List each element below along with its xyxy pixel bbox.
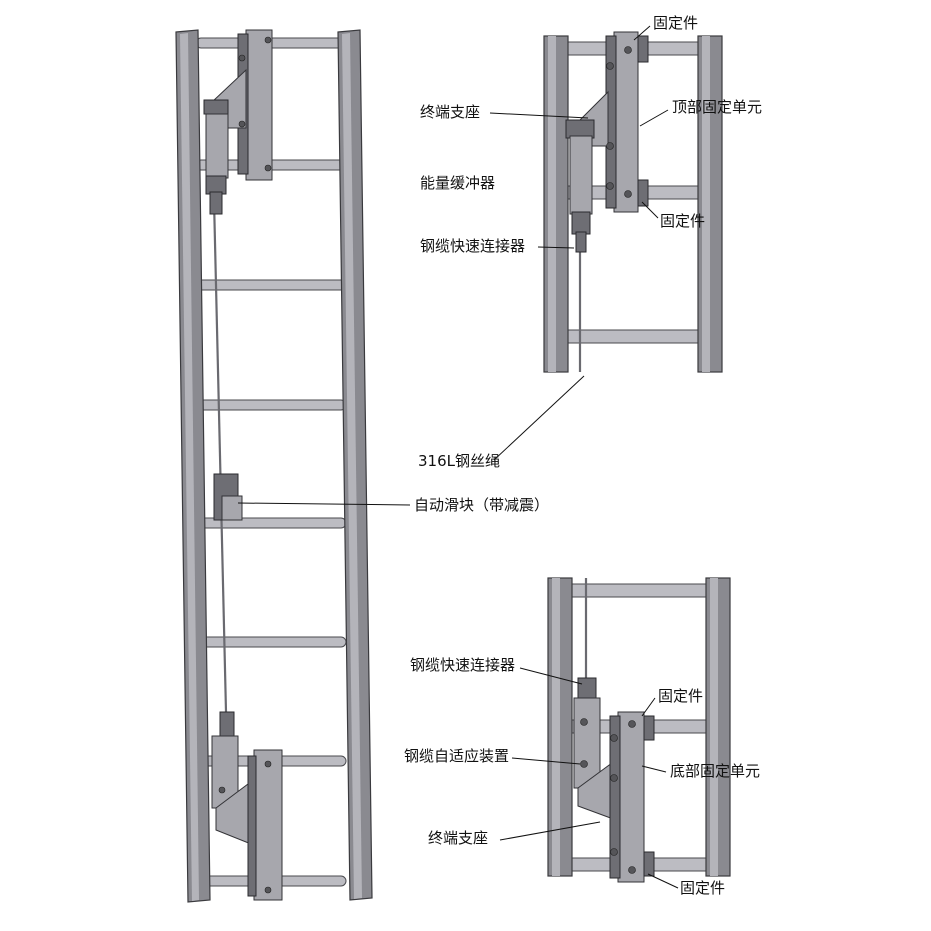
auto-slider-left xyxy=(213,473,243,521)
label-top-fixing-2: 固定件 xyxy=(660,212,705,230)
label-cable-quick-connector-bottom: 钢缆快速连接器 xyxy=(410,656,515,674)
full-ladder-view xyxy=(175,29,373,903)
top-detail-right-rail xyxy=(697,35,723,373)
bottom-detail-fixing-unit xyxy=(573,677,655,883)
leader-lines xyxy=(237,25,679,889)
label-bottom-fixing-2: 固定件 xyxy=(680,879,725,897)
label-bottom-fixing-unit: 底部固定单元 xyxy=(670,762,760,780)
label-cable-tensioner: 钢缆自适应装置 xyxy=(404,747,509,765)
label-auto-slider: 自动滑块（带减震） xyxy=(414,496,549,514)
left-side-rail xyxy=(175,29,211,903)
top-detail-fixing-unit xyxy=(565,31,649,253)
bottom-detail-left-rail xyxy=(547,577,573,877)
label-terminal-bracket-bottom: 终端支座 xyxy=(428,829,488,847)
top-detail-left-rail xyxy=(543,35,569,373)
label-energy-absorber: 能量缓冲器 xyxy=(420,174,495,192)
label-wire-rope: 316L钢丝绳 xyxy=(418,452,500,470)
callout-labels: 固定件 终端支座 顶部固定单元 能量缓冲器 固定件 钢缆快速连接器 316L钢丝… xyxy=(404,14,762,897)
label-terminal-bracket-top: 终端支座 xyxy=(420,103,480,121)
label-top-fixing-1: 固定件 xyxy=(653,14,698,32)
bottom-fixing-unit-left xyxy=(211,711,283,901)
right-side-rail xyxy=(337,29,373,901)
wire-rope-cable xyxy=(212,199,228,713)
label-cable-quick-connector-top: 钢缆快速连接器 xyxy=(420,237,525,255)
bottom-detail-right-rail xyxy=(705,577,731,877)
bottom-detail-view xyxy=(547,577,731,883)
top-fixing-unit-left xyxy=(203,29,273,215)
top-detail-view xyxy=(543,31,723,373)
label-top-fixing-unit: 顶部固定单元 xyxy=(672,98,762,116)
label-bottom-fixing-1: 固定件 xyxy=(658,687,703,705)
